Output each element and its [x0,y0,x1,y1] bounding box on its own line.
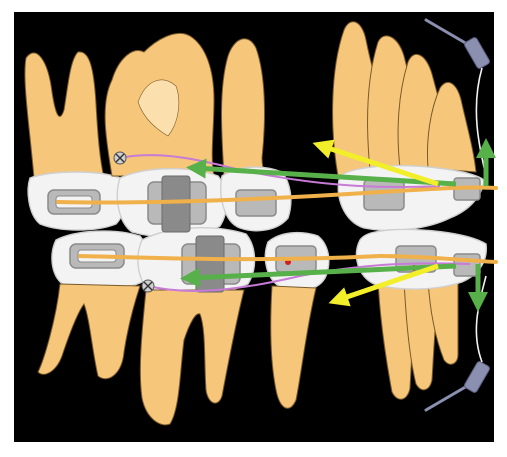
lower-hook [142,280,154,292]
upper-canine-root [222,39,267,176]
lower-premolar-bracket-wing [196,236,224,292]
upper-hook [114,152,126,164]
upper-premolar-bracket-wing [162,176,190,232]
upper-canine-bracket [236,190,276,216]
upper-incisor-bracket-1 [364,180,404,210]
